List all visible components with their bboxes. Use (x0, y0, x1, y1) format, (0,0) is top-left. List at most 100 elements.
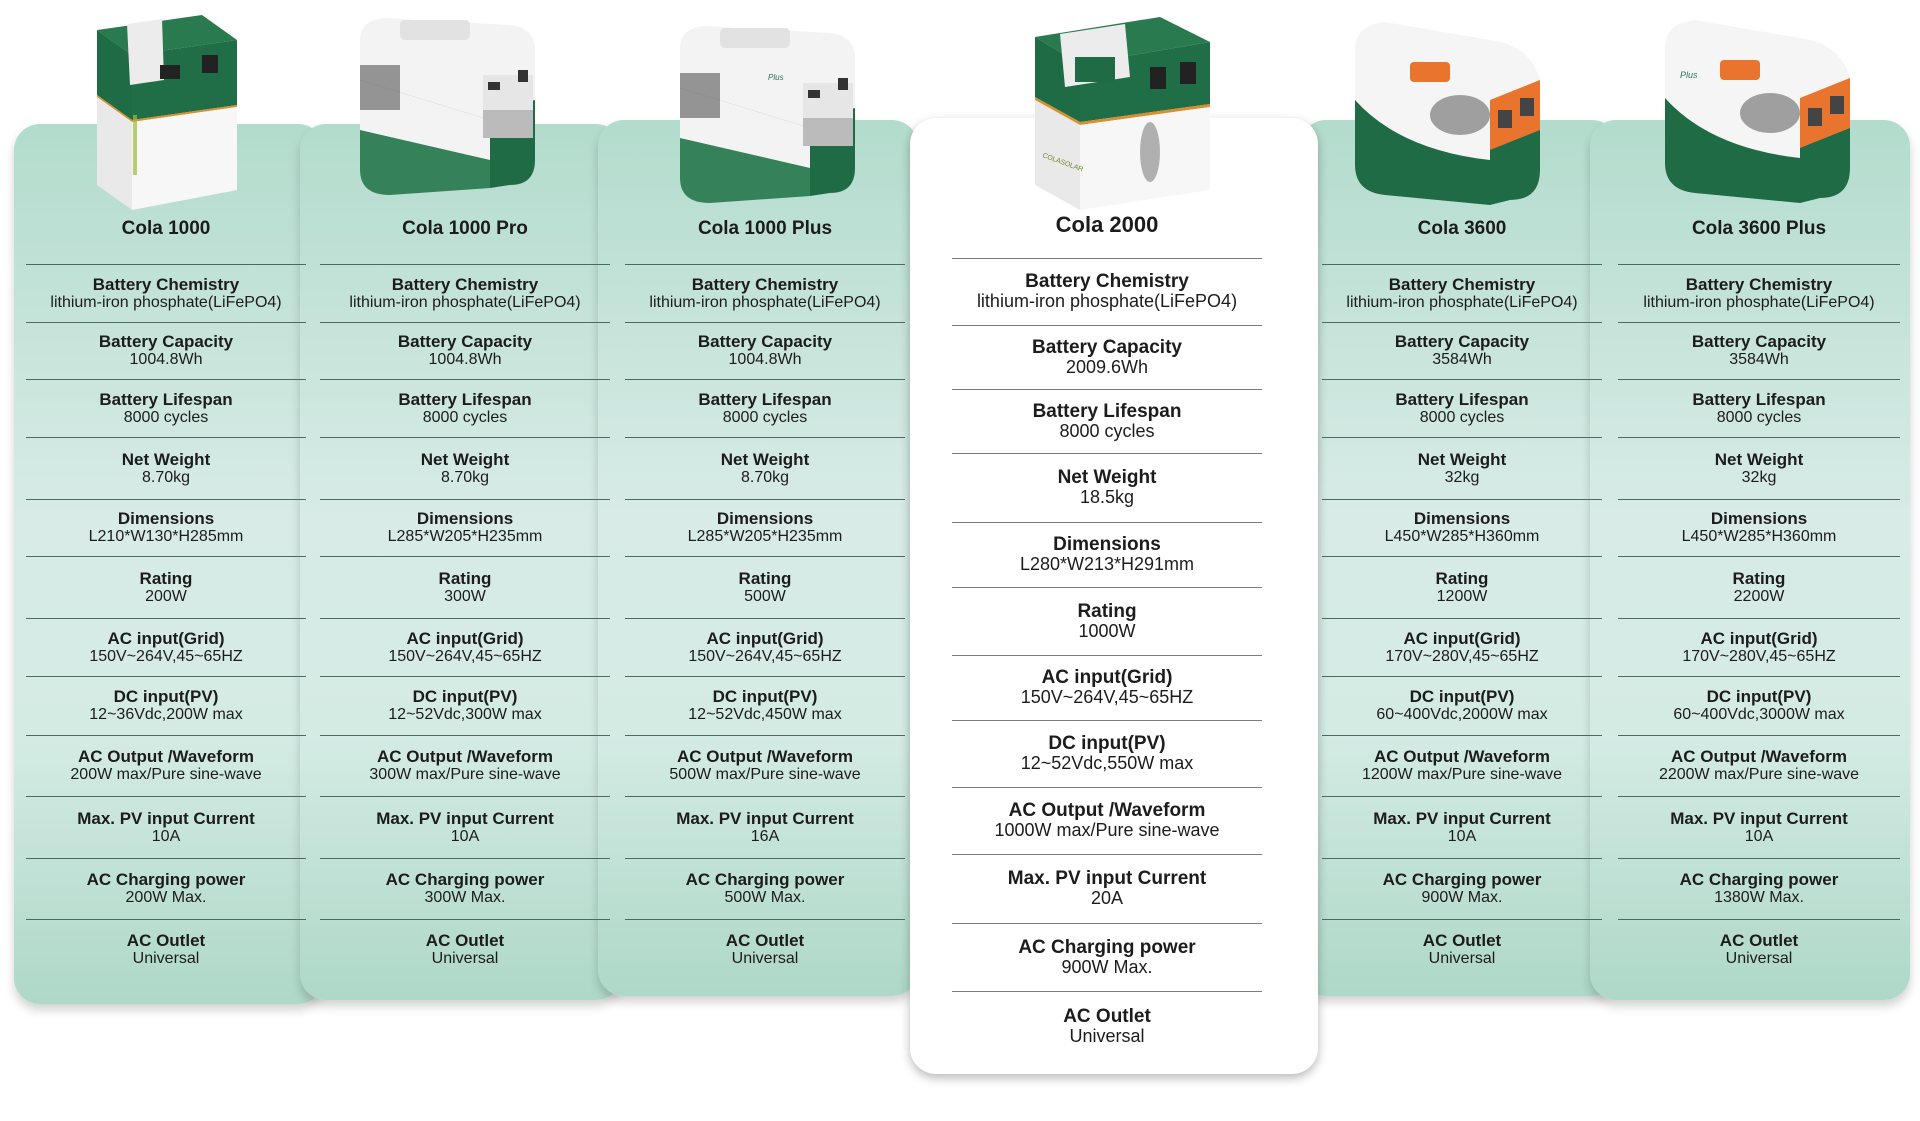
spec-value: 10A (151, 827, 181, 845)
spec-value: lithium-iron phosphate(LiFePO4) (1346, 293, 1578, 311)
spec-value: L210*W130*H285mm (88, 528, 244, 545)
spec-value: Universal (731, 949, 799, 967)
spec-label: Rating (1435, 568, 1489, 588)
spec-value: 500W Max. (724, 889, 806, 906)
row-divider (320, 322, 610, 323)
spec-value: 12~52Vdc,300W max (388, 706, 542, 723)
spec-label: Net Weight (1057, 467, 1157, 488)
row-divider (625, 556, 905, 557)
row-divider (1322, 735, 1602, 736)
spec-value: Universal (1725, 949, 1793, 967)
spec-value: lithium-iron phosphate(LiFePO4) (50, 293, 282, 311)
spec-value: 1380W Max. (1714, 889, 1804, 906)
spec-value: 150V~264V,45~65HZ (688, 647, 842, 665)
spec-value: 2200W max/Pure sine-wave (1658, 766, 1860, 783)
product-name: Cola 1000 (121, 218, 211, 239)
row-divider (1322, 796, 1602, 797)
spec-label: Battery Capacity (1691, 332, 1827, 351)
row-divider (1322, 676, 1602, 677)
row-divider (1618, 919, 1900, 920)
row-divider (1618, 264, 1900, 265)
row-divider (625, 264, 905, 265)
spec-value: 10A (1447, 827, 1477, 845)
large-power-station-plus-icon: Plus (1665, 20, 1850, 203)
spec-label: AC Outlet (1063, 1005, 1151, 1027)
row-divider (952, 787, 1262, 788)
spec-label: AC Outlet (725, 930, 805, 950)
row-divider (1322, 499, 1602, 500)
spec-value: 300W (444, 587, 486, 605)
row-divider (320, 858, 610, 859)
row-divider (320, 618, 610, 619)
spec-label: Rating (1732, 568, 1786, 588)
spec-label: Max. PV input Current (1373, 808, 1551, 828)
spec-label: Rating (738, 568, 792, 588)
spec-label: AC Output /Waveform (1671, 747, 1847, 766)
spec-value: L285*W205*H235mm (687, 528, 843, 545)
spec-value: 60~400Vdc,3000W max (1673, 706, 1845, 723)
spec-value: 60~400Vdc,2000W max (1376, 706, 1548, 723)
row-divider (1618, 322, 1900, 323)
spec-row: DC input(PV)12~36Vdc,200W max (26, 676, 306, 735)
spec-value: Universal (132, 949, 200, 967)
row-divider (26, 264, 306, 265)
spec-value: lithium-iron phosphate(LiFePO4) (349, 293, 581, 311)
spec-value: 12~36Vdc,200W max (89, 706, 243, 723)
row-divider (1618, 618, 1900, 619)
row-divider (26, 796, 306, 797)
row-divider (625, 618, 905, 619)
row-divider (320, 437, 610, 438)
row-divider (320, 499, 610, 500)
spec-row: DC input(PV)12~52Vdc,300W max (320, 676, 610, 735)
row-divider (625, 919, 905, 920)
spec-value: 20A (1090, 888, 1124, 908)
spec-value: Universal (1428, 949, 1496, 967)
spec-label: Battery Chemistry (1388, 274, 1536, 294)
spec-label: Net Weight (1714, 449, 1804, 469)
spec-label: Dimensions (716, 509, 814, 528)
spec-label: Battery Capacity (697, 332, 833, 351)
spec-value: 150V~264V,45~65HZ (89, 647, 243, 665)
spec-label: AC Charging power (1382, 870, 1542, 889)
spec-label: Dimensions (416, 509, 514, 528)
row-divider (952, 522, 1262, 523)
row-divider (320, 919, 610, 920)
spec-value: 170V~280V,45~65HZ (1385, 647, 1539, 665)
spec-label: AC Outlet (1719, 930, 1799, 950)
spec-row: AC input(Grid)170V~280V,45~65HZ (1322, 618, 1602, 676)
row-divider (320, 556, 610, 557)
spec-value: Universal (1069, 1025, 1145, 1046)
spec-label: Battery Capacity (1032, 336, 1182, 358)
spec-label: AC Output /Waveform (78, 747, 254, 766)
row-divider (320, 379, 610, 380)
spec-label: AC Outlet (1422, 930, 1502, 950)
row-divider (952, 258, 1262, 259)
spec-value: 2200W (1733, 587, 1785, 605)
spec-label: Battery Capacity (397, 332, 533, 351)
spec-label: AC input(Grid) (1403, 628, 1521, 648)
spec-value: 150V~264V,45~65HZ (1020, 687, 1194, 707)
tower-power-station-icon-featured: COLASOLAR (1035, 17, 1210, 210)
product-name: Cola 3600 (1417, 218, 1507, 239)
spec-row: DC input(PV)60~400Vdc,3000W max (1618, 676, 1900, 735)
